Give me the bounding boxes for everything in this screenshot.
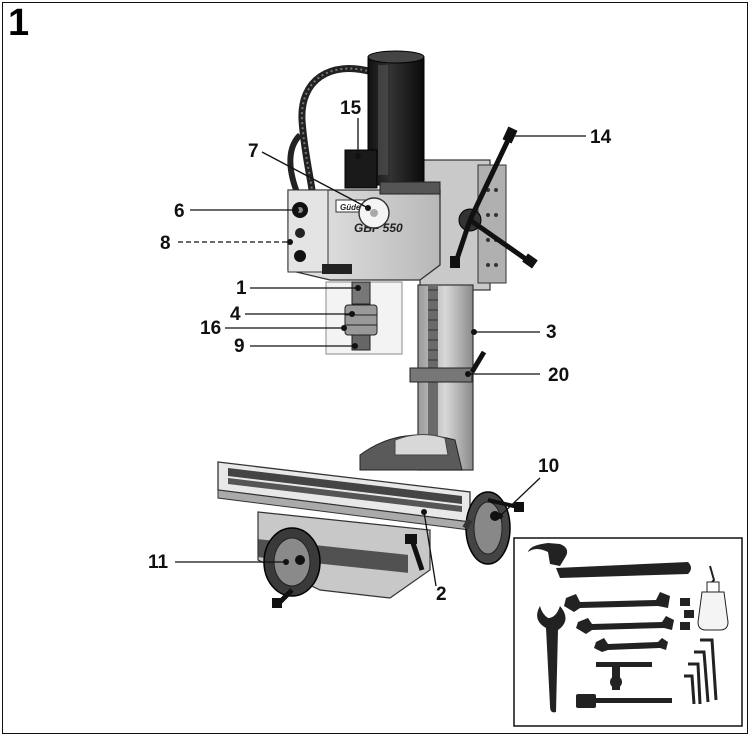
chuck-key-icon (596, 662, 652, 690)
callout-10: 10 (538, 456, 559, 477)
leader-dots (283, 133, 513, 565)
callout-3: 3 (546, 322, 557, 343)
milling-machine: Güde GBF 550 (217, 50, 538, 608)
callout-1: 1 (236, 278, 247, 299)
callout-9: 9 (234, 336, 245, 357)
callout-16: 16 (200, 318, 221, 339)
callout-6: 6 (174, 201, 185, 222)
accessories-inset (513, 537, 743, 727)
oil-bottle-icon (697, 565, 729, 631)
callout-2: 2 (436, 584, 447, 605)
hook-wrench-icon (537, 606, 566, 713)
callout-7: 7 (248, 141, 259, 162)
hex-key-set-icon (684, 638, 718, 705)
tool-bits-icon (680, 598, 694, 630)
callout-11: 11 (148, 552, 169, 573)
large-wrench-icon (528, 543, 691, 578)
callout-20: 20 (548, 365, 569, 386)
callout-15: 15 (340, 98, 362, 119)
leader-lines (175, 118, 586, 587)
callout-4: 4 (230, 304, 241, 325)
double-wrench-icon (564, 592, 674, 652)
t-handle-driver-icon (576, 694, 672, 708)
callout-14: 14 (590, 127, 612, 148)
callout-8: 8 (160, 233, 171, 254)
figure-number: 1 (8, 2, 30, 44)
brand-plate-text: Güde (340, 203, 361, 212)
